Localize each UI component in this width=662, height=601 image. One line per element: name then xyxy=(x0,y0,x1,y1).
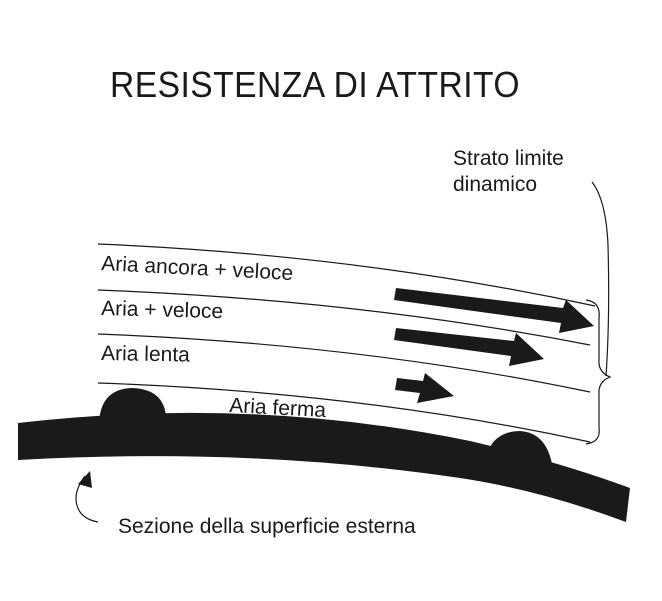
surface-section xyxy=(18,412,630,522)
arrow-faster xyxy=(394,328,544,366)
streamline-lower-middle xyxy=(97,333,591,393)
boundary-layer-label-line2: dinamico xyxy=(453,173,537,196)
boundary-layer-brace xyxy=(585,299,612,445)
streamline-bottom xyxy=(97,382,591,443)
arrow-slow xyxy=(395,373,454,403)
diagram-title: RESISTENZA DI ATTRITO xyxy=(110,64,520,105)
layer-faster-label: Aria + veloce xyxy=(101,297,224,323)
boundary-layer-pointer xyxy=(591,181,610,377)
surface-label: Sezione della superficie esterna xyxy=(118,515,416,538)
streamline-top xyxy=(97,243,596,307)
surface-pointer-curve xyxy=(75,475,99,523)
boundary-layer-label-line1: Strato limite xyxy=(453,147,564,170)
roughness-bump-left xyxy=(99,388,166,424)
layer-slow-label: Aria lenta xyxy=(101,342,190,367)
surface-pointer-head xyxy=(78,471,92,488)
streamline-upper-middle xyxy=(97,289,591,346)
layer-fastest-label: Aria ancora + veloce xyxy=(101,252,294,285)
arrow-fastest xyxy=(394,288,594,333)
roughness-bump-right xyxy=(485,431,553,470)
layer-still-label: Aria ferma xyxy=(229,394,327,422)
